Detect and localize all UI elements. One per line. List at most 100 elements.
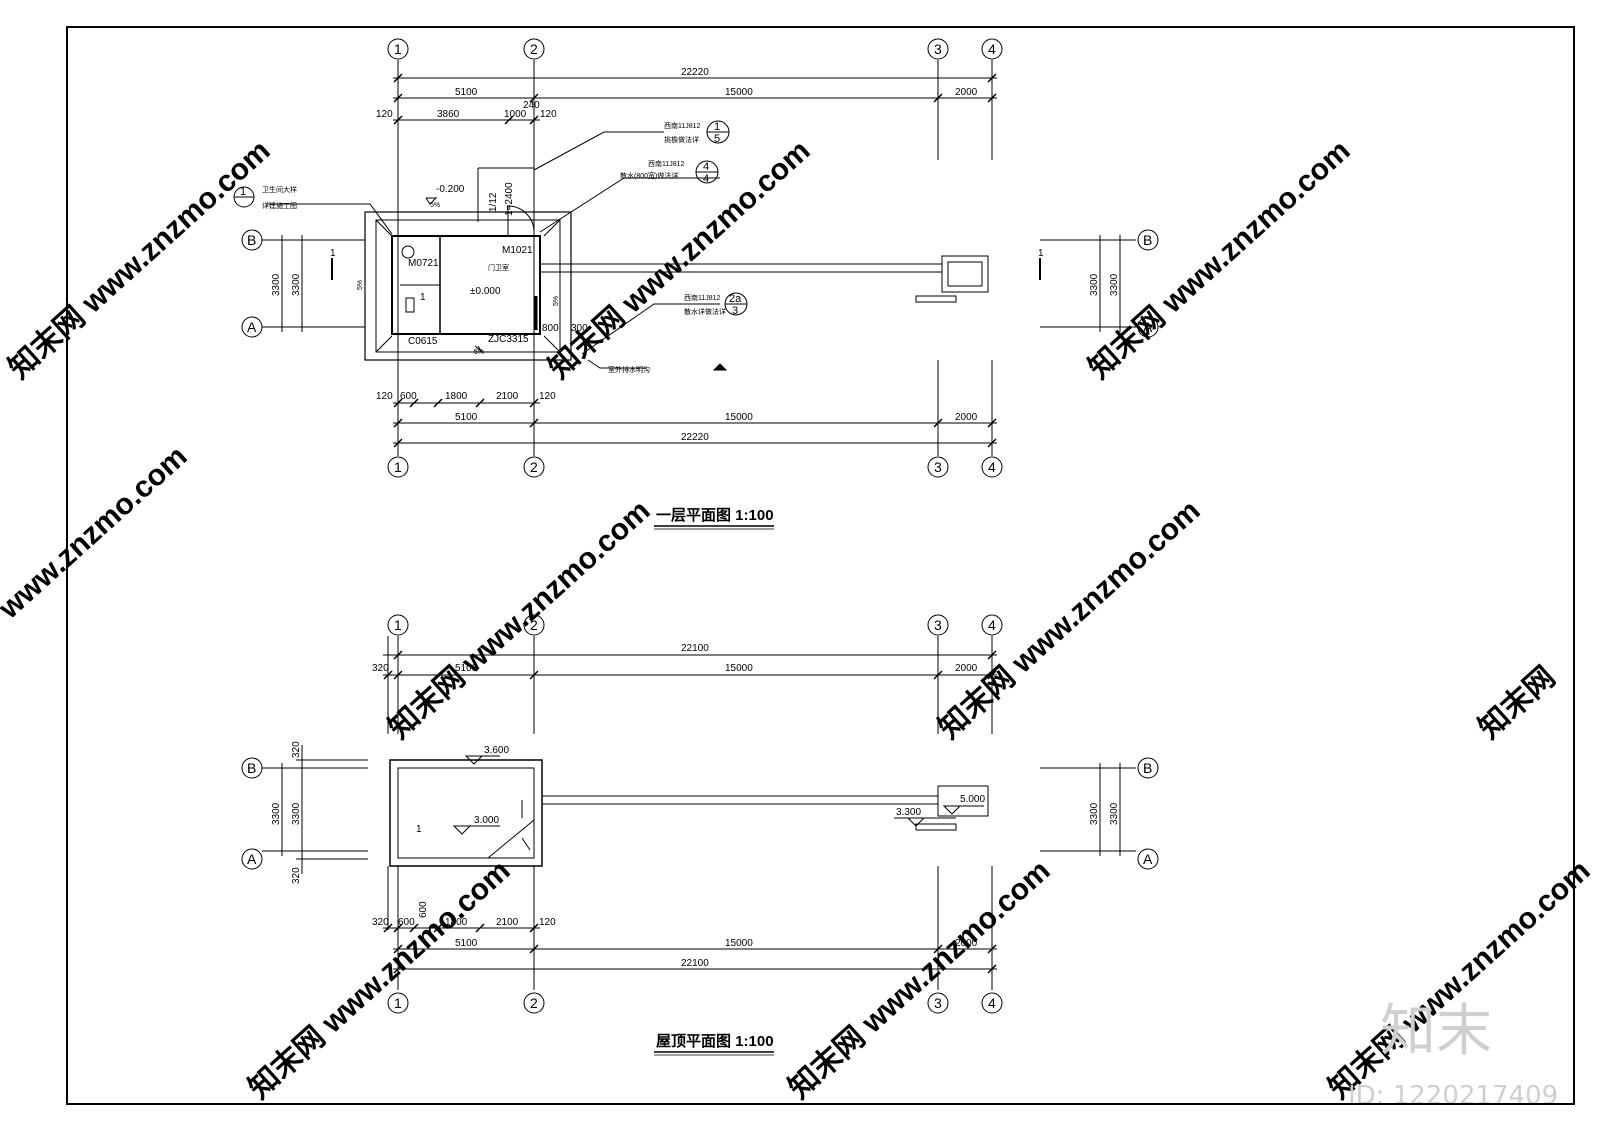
axis-label: B — [1143, 232, 1152, 248]
dimension: 2100 — [496, 391, 519, 402]
callout-text: 西南11J812 — [684, 293, 721, 302]
axis-label: 3 — [934, 617, 942, 633]
dimension: 3300 — [271, 273, 282, 296]
dimension: 1800 — [445, 917, 468, 928]
watermark: 知末网 www.znzmo.com — [3, 134, 277, 385]
watermark-logo: 知末 — [1380, 999, 1492, 1064]
watermark: 知末网 www.znzmo.com — [1083, 134, 1357, 385]
room-label: 门卫室 — [488, 263, 509, 272]
watermark: 知末网 www.znzmo.com — [933, 494, 1207, 745]
dimension: 1800 — [445, 391, 468, 402]
index-number: 1 — [714, 121, 720, 133]
level-label: ±0.000 — [470, 286, 501, 297]
window-label: ZJC3315 — [488, 334, 529, 345]
callout-text: 室外排水明沟 — [608, 365, 650, 374]
dimension: 3300 — [1089, 802, 1100, 825]
axis-label: 1 — [394, 459, 402, 475]
axis-label: B — [247, 760, 256, 776]
index-number: 4 — [703, 161, 709, 173]
dimension: 2000 — [955, 938, 978, 949]
dimension: 2000 — [955, 663, 978, 674]
axis-bubbles-roof — [241, 614, 1159, 1014]
axis-label: 2 — [530, 995, 538, 1011]
index-number: 5 — [714, 133, 720, 145]
index-number: 2a — [729, 293, 742, 305]
watermark: 知末网 www.znzmo.com — [783, 854, 1057, 1105]
axis-label: A — [247, 851, 257, 867]
dimension: 800 — [542, 323, 559, 334]
level-label: 3.600 — [484, 745, 509, 756]
watermark-layer: 知末网 www.znzmo.com 知末网 www.znzmo.com 知末网 … — [0, 134, 1597, 1105]
section-mark: 1 — [1038, 248, 1044, 259]
watermark: 知末网 www.znzmo.com — [1323, 854, 1597, 1105]
section-mark: 1 — [330, 248, 336, 259]
axis-label: A — [247, 319, 257, 335]
axis-label: 4 — [988, 41, 996, 57]
callout-text: 卫生间大样 — [262, 185, 297, 194]
axis-label: 1 — [394, 41, 402, 57]
dimension: 600 — [398, 917, 415, 928]
axis-label: A — [1143, 851, 1153, 867]
dimension: 120 — [376, 109, 393, 120]
axis-label: 2 — [530, 617, 538, 633]
axis-label: 1 — [394, 617, 402, 633]
dimension: 3860 — [437, 109, 460, 120]
dimension: 320 — [372, 663, 389, 674]
door-label: M0721 — [408, 258, 439, 269]
slope-label: 5% — [474, 349, 484, 356]
dimension: 3300 — [1109, 273, 1120, 296]
door-label: M1021 — [502, 245, 533, 256]
watermark: 知末网 www.znzmo.com — [543, 134, 817, 385]
slope-label: 5% — [553, 296, 560, 306]
dimension: 320 — [291, 867, 302, 884]
callout-text: 挑檐做法详 — [664, 135, 699, 144]
dimension: 5100 — [455, 938, 478, 949]
callout-text: 详建施工图 — [262, 201, 297, 210]
dimension: 22220 — [681, 432, 709, 443]
dimension: 2000 — [955, 412, 978, 423]
watermark: www.znzmo.com — [0, 440, 193, 626]
axis-label: B — [1143, 760, 1152, 776]
dimension: 3300 — [291, 802, 302, 825]
dimension: 5100 — [455, 412, 478, 423]
callout-text: 西南11J812 — [648, 159, 685, 168]
axis-label: 1 — [394, 995, 402, 1011]
roof-label: 1 — [416, 824, 422, 835]
dimension: 5100 — [455, 87, 478, 98]
dimension: 240 — [523, 100, 540, 111]
dimension: 3300 — [291, 273, 302, 296]
dimension: 600 — [400, 391, 417, 402]
dimension: 15000 — [725, 412, 753, 423]
watermark: 知末网 www.znzmo.com — [243, 854, 517, 1105]
level-label: -0.200 — [436, 184, 465, 195]
axis-label: 3 — [934, 459, 942, 475]
callout-text: 散水详做法详 — [684, 307, 726, 316]
axis-label: B — [247, 232, 256, 248]
ground-floor-plan — [262, 60, 1136, 456]
window-label: C0615 — [408, 336, 438, 347]
dimension: 120 — [539, 391, 556, 402]
axis-bubbles-ground — [241, 38, 1159, 478]
callout-text: 西南11J812 — [664, 121, 701, 130]
dimension: 5100 — [455, 663, 478, 674]
dimension: 22220 — [681, 67, 709, 78]
axis-label: A — [1143, 319, 1153, 335]
callout-text: 散水(800宽)做法详 — [620, 171, 678, 180]
dimension: 320 — [372, 917, 389, 928]
dimension: 120 — [540, 109, 557, 120]
dimension: 2000 — [955, 87, 978, 98]
slope-label: 5% — [430, 202, 440, 209]
dimension: 320 — [291, 741, 302, 758]
sheet-frame — [66, 26, 1575, 1105]
level-label: 3.000 — [474, 815, 499, 826]
axis-label: 4 — [988, 995, 996, 1011]
dimension: 1000 — [504, 109, 527, 120]
dimension: 1/12 — [488, 192, 499, 212]
dimension: 120 — [376, 391, 393, 402]
axis-label: 4 — [988, 459, 996, 475]
axis-label: 3 — [934, 41, 942, 57]
dimension: 22100 — [681, 958, 709, 969]
index-number: 1 — [240, 186, 246, 198]
door-label: 1 — [420, 292, 426, 303]
